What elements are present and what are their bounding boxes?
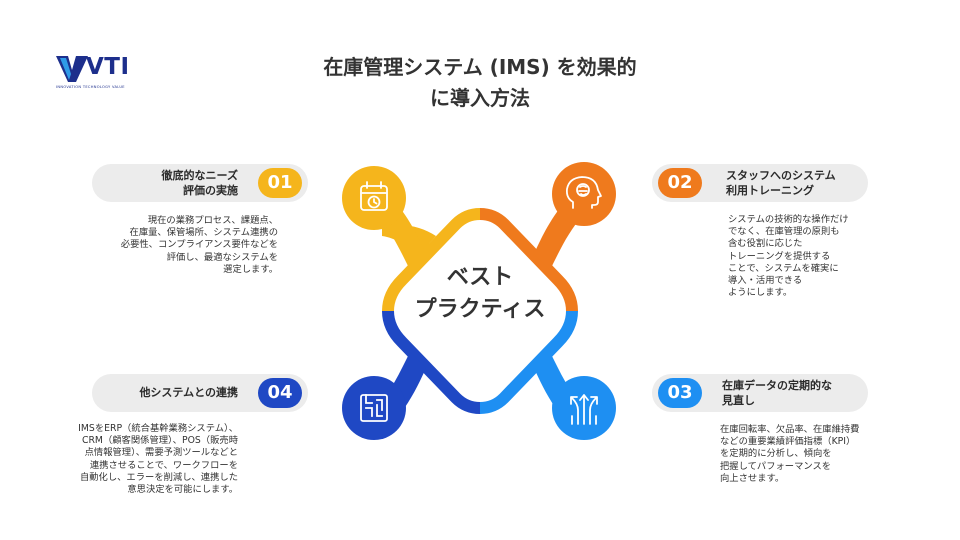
branching-arrows-icon [570, 394, 598, 425]
item-04-pill: 他システムとの連携 04 [92, 374, 308, 412]
vti-logo-mark [56, 56, 88, 82]
item-02-pill: 02 スタッフへのシステム 利用トレーニング [652, 164, 868, 202]
vti-logo: VTI INNOVATION TECHNOLOGY VALUE [56, 52, 146, 96]
item-02-label-line-1: スタッフへのシステム [726, 169, 836, 182]
item-04-description: IMSをERP（統合基幹業務システム）、 CRM（顧客関係管理）、POS（販売時… [78, 423, 238, 496]
circle-04 [342, 376, 406, 440]
item-01-label-line-2: 評価の実施 [183, 184, 238, 197]
item-01-badge: 01 [258, 168, 302, 198]
calendar-clock-icon [360, 181, 388, 211]
item-01-label: 徹底的なニーズ 評価の実施 [162, 168, 238, 198]
item-04-label: 他システムとの連携 [139, 385, 238, 400]
item-04-label-line-1: 他システムとの連携 [139, 386, 238, 399]
title-line-2: に導入方法 [430, 86, 530, 110]
center-label-line-2: プラクティス [414, 297, 546, 322]
logo-tagline: INNOVATION TECHNOLOGY VALUE [56, 85, 125, 89]
item-01-description: 現在の業務プロセス、課題点、 在庫量、保管場所、システム連携の 必要性、コンプラ… [120, 215, 278, 275]
item-02-label: スタッフへのシステム 利用トレーニング [726, 168, 836, 198]
item-01-label-line-1: 徹底的なニーズ [161, 169, 238, 182]
page-title: 在庫管理システム (IMS) を効果的 に導入方法 [250, 52, 710, 114]
head-brain-icon [565, 176, 602, 209]
center-label-line-1: ベスト [446, 265, 514, 290]
item-02-label-line-2: 利用トレーニング [726, 184, 814, 197]
center-label: ベスト プラクティス [400, 262, 560, 326]
item-04-badge: 04 [258, 378, 302, 408]
maze-icon [360, 394, 388, 422]
item-02-description: システムの技術的な操作だけ でなく、在庫管理の原則も 含む役割に応じた トレーニ… [728, 214, 849, 299]
item-01-pill: 徹底的なニーズ 評価の実施 01 [92, 164, 308, 202]
circle-01 [342, 166, 406, 230]
item-03-label-line-2: 見直し [722, 394, 755, 407]
item-03-pill: 03 在庫データの定期的な 見直し [652, 374, 868, 412]
item-03-label-line-1: 在庫データの定期的な [722, 379, 832, 392]
item-03-badge: 03 [658, 378, 702, 408]
item-03-label: 在庫データの定期的な 見直し [722, 378, 832, 408]
title-line-1: 在庫管理システム (IMS) を効果的 [323, 55, 637, 79]
logo-wordmark: VTI [86, 54, 130, 80]
item-03-description: 在庫回転率、欠品率、在庫維持費 などの重要業績評価指標（KPI） を定期的に分析… [720, 424, 860, 484]
item-02-badge: 02 [658, 168, 702, 198]
